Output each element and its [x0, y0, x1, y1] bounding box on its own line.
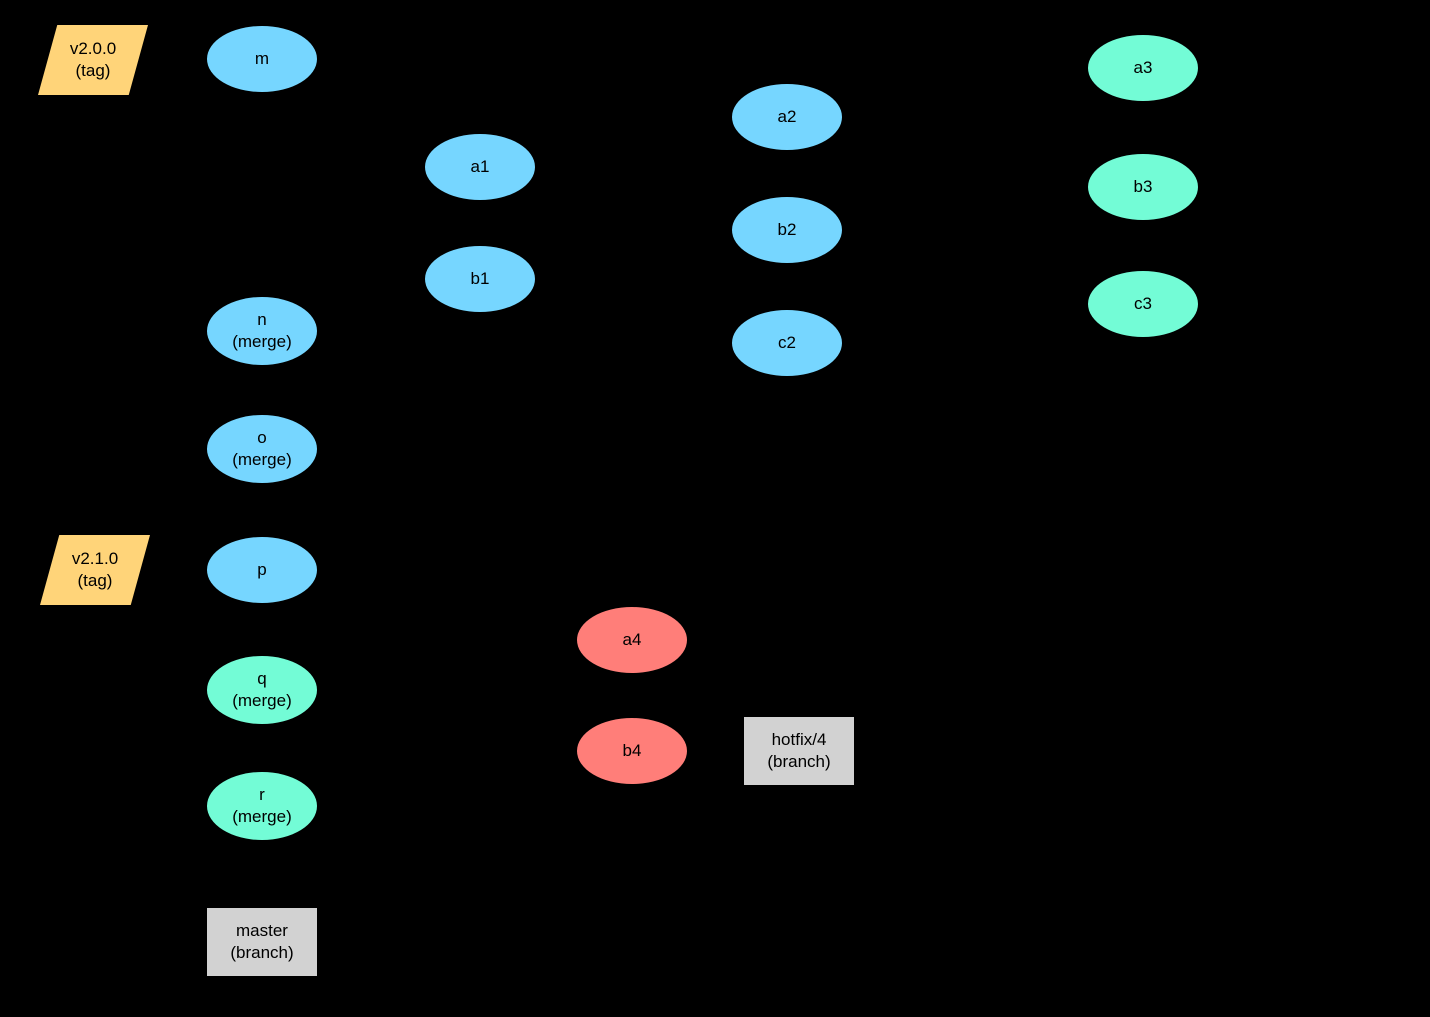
commit-label: r: [259, 785, 265, 804]
commit-label: a4: [622, 630, 642, 649]
commit-node-o-merge: o (merge): [207, 415, 317, 483]
commit-label: a1: [470, 157, 490, 176]
commit-node-c3: c3: [1088, 271, 1198, 337]
tag-node-v2-0-0: v2.0.0 (tag): [38, 25, 148, 95]
branch-label-master: master (branch): [207, 908, 317, 976]
commit-node-n-merge: n (merge): [207, 297, 317, 365]
commit-label: a3: [1133, 58, 1153, 77]
tag-sublabel: (tag): [75, 61, 111, 80]
commit-node-c2: c2: [732, 310, 842, 376]
commit-label: o: [257, 428, 267, 447]
commit-node-b1: b1: [425, 246, 535, 312]
branch-name: master: [236, 921, 288, 940]
commit-sublabel: (merge): [232, 332, 292, 351]
commit-label: b3: [1133, 177, 1153, 196]
commit-node-b2: b2: [732, 197, 842, 263]
branch-sublabel: (branch): [230, 943, 294, 962]
commit-label: c3: [1134, 294, 1152, 313]
branch-label-hotfix-4: hotfix/4 (branch): [744, 717, 854, 785]
commit-label: p: [257, 560, 267, 579]
commit-label: m: [254, 49, 270, 68]
commit-sublabel: (merge): [232, 450, 292, 469]
commit-label: c2: [778, 333, 796, 352]
commit-sublabel: (merge): [232, 691, 292, 710]
commit-label: b4: [622, 741, 642, 760]
commit-sublabel: (merge): [232, 807, 292, 826]
commit-node-a1: a1: [425, 134, 535, 200]
tag-label: v2.0.0: [69, 39, 117, 58]
commit-node-a2: a2: [732, 84, 842, 150]
commit-node-r-merge: r (merge): [207, 772, 317, 840]
tag-label: v2.1.0: [71, 549, 119, 568]
commit-label: b2: [777, 220, 797, 239]
commit-node-a4: a4: [577, 607, 687, 673]
branch-sublabel: (branch): [767, 752, 831, 771]
branch-name: hotfix/4: [771, 730, 827, 749]
commit-label: a2: [777, 107, 797, 126]
commit-node-q-merge: q (merge): [207, 656, 317, 724]
tag-sublabel: (tag): [77, 571, 113, 590]
commit-label: q: [257, 669, 267, 688]
commit-node-b3: b3: [1088, 154, 1198, 220]
commit-label: b1: [470, 269, 490, 288]
commit-node-p: p: [207, 537, 317, 603]
tag-node-v2-1-0: v2.1.0 (tag): [40, 535, 150, 605]
commit-node-a3: a3: [1088, 35, 1198, 101]
commit-node-b4: b4: [577, 718, 687, 784]
commit-label: n: [257, 310, 267, 329]
commit-node-m: m: [207, 26, 317, 92]
